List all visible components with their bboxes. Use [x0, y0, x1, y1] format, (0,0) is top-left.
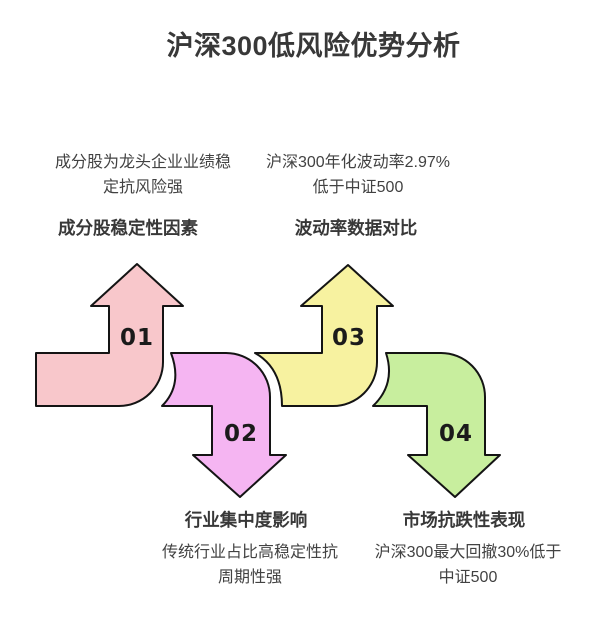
step-01-heading: 成分股稳定性因素 [58, 218, 198, 238]
step-03-number: 03 [332, 325, 366, 351]
arrow-04-down [372, 352, 501, 498]
step-04-number: 04 [439, 421, 473, 447]
step-04-description: 沪深300最大回撤30%低于 中证500 [374, 544, 562, 586]
step-01-number: 01 [120, 325, 154, 351]
arrow-02-down [161, 352, 287, 498]
arrow-01-up [35, 263, 184, 407]
arrow-03-up [254, 264, 394, 407]
page-title: 沪深300低风险优势分析 [166, 31, 461, 61]
step-02-number: 02 [224, 421, 258, 447]
step-03-description: 沪深300年化波动率2.97% 低于中证500 [265, 154, 451, 196]
step-01-description: 成分股为龙头企业业绩稳 定抗风险强 [54, 154, 231, 196]
step-02-heading: 行业集中度影响 [184, 510, 308, 530]
step-04-heading: 市场抗跌性表现 [402, 510, 526, 530]
step-03-heading: 波动率数据对比 [294, 218, 418, 238]
step-02-description: 传统行业占比高稳定性抗 周期性强 [161, 544, 338, 586]
